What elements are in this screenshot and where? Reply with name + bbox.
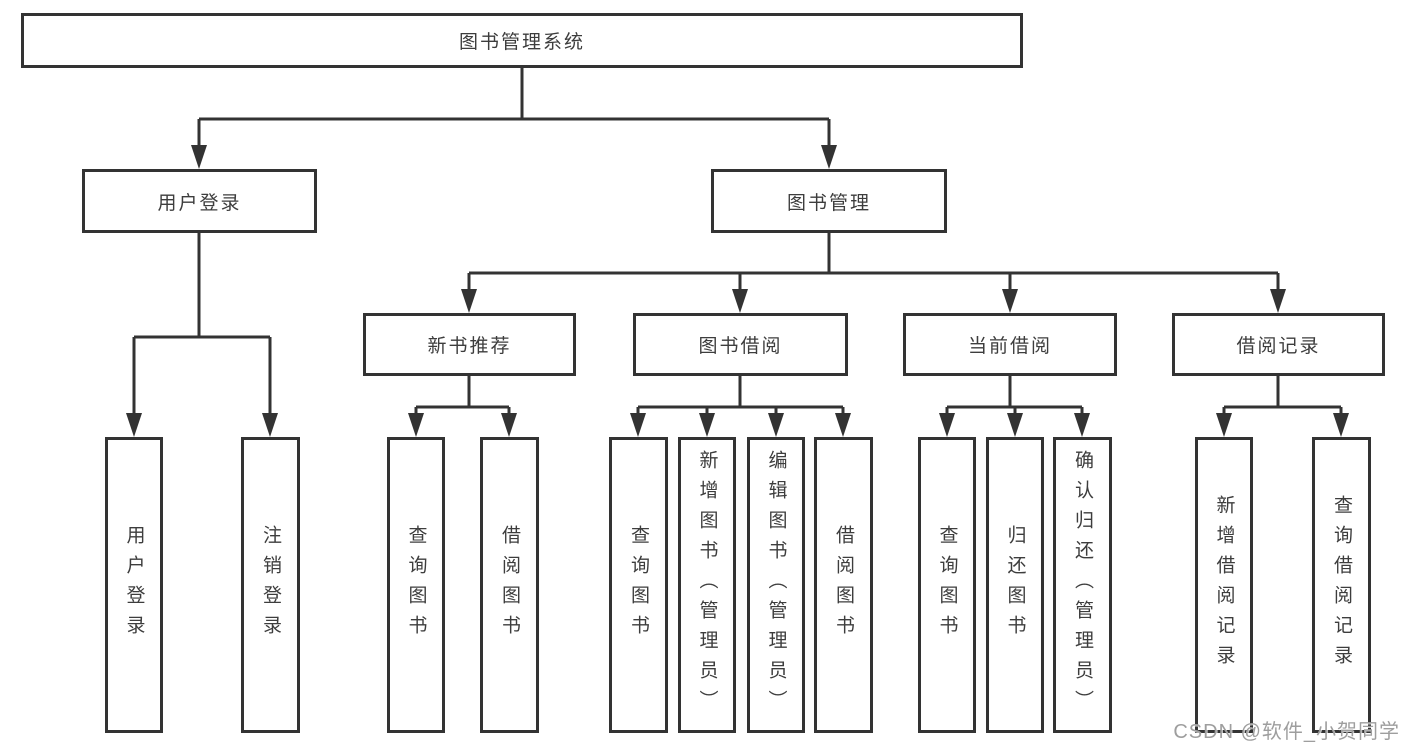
arrow-down-icon: [408, 413, 424, 437]
arrow-down-icon: [1270, 289, 1286, 313]
node-new-book-recommend: 新书推荐: [363, 313, 576, 376]
leaf-label: 确认归还（管理员）: [1072, 450, 1093, 720]
node-user-login: 用户登录: [82, 169, 317, 233]
node-label: 用户登录: [157, 192, 242, 214]
node-library-system: 图书管理系统: [21, 13, 1023, 68]
leaf-label: 查询图书: [628, 525, 649, 645]
arrow-down-icon: [1007, 413, 1023, 437]
leaf-recommend-borrow-books: 借阅图书: [480, 437, 539, 733]
arrow-down-icon: [821, 145, 837, 169]
arrow-down-icon: [191, 145, 207, 169]
leaf-borrow-add-books-admin: 新增图书（管理员）: [678, 437, 736, 733]
arrow-down-icon: [732, 289, 748, 313]
node-book-management: 图书管理: [711, 169, 947, 233]
connector-edges: [132, 68, 1343, 414]
node-borrowing-records: 借阅记录: [1172, 313, 1385, 376]
leaf-label: 归还图书: [1004, 525, 1026, 645]
arrow-down-icon: [1333, 413, 1349, 437]
leaf-label: 注销登录: [260, 525, 281, 645]
leaf-label: 用户登录: [123, 525, 145, 645]
arrow-down-icon: [461, 289, 477, 313]
leaf-records-query-record: 查询借阅记录: [1312, 437, 1371, 733]
leaf-recommend-query-books: 查询图书: [387, 437, 445, 733]
arrow-down-icon: [768, 413, 784, 437]
node-label: 图书借阅: [698, 336, 783, 357]
leaf-label: 编辑图书（管理员）: [765, 450, 787, 720]
leaf-label: 查询图书: [405, 525, 427, 645]
leaf-borrow-edit-books-admin: 编辑图书（管理员）: [747, 437, 805, 733]
arrow-down-icon: [1216, 413, 1232, 437]
leaf-user-login: 用户登录: [105, 437, 163, 733]
node-label: 借阅记录: [1236, 336, 1321, 357]
leaf-records-add-record: 新增借阅记录: [1195, 437, 1253, 733]
connector-arrows: [126, 145, 1349, 437]
leaf-current-query-books: 查询图书: [918, 437, 976, 733]
leaf-current-confirm-return-admin: 确认归还（管理员）: [1053, 437, 1112, 733]
leaf-label: 新增图书（管理员）: [696, 450, 718, 720]
arrow-down-icon: [630, 413, 646, 437]
node-book-borrowing: 图书借阅: [633, 313, 848, 376]
leaf-logout: 注销登录: [241, 437, 300, 733]
leaf-borrow-query-books: 查询图书: [609, 437, 668, 733]
leaf-current-return-books: 归还图书: [986, 437, 1044, 733]
leaf-label: 查询图书: [936, 525, 958, 645]
leaf-label: 借阅图书: [833, 525, 854, 645]
arrow-down-icon: [1002, 289, 1018, 313]
leaf-label: 借阅图书: [499, 525, 520, 645]
arrow-down-icon: [1074, 413, 1090, 437]
node-label: 图书管理系统: [458, 32, 585, 53]
node-current-borrowing: 当前借阅: [903, 313, 1117, 376]
watermark: CSDN @软件_小贺同学: [1173, 721, 1400, 743]
arrow-down-icon: [939, 413, 955, 437]
node-label: 新书推荐: [427, 336, 512, 357]
arrow-down-icon: [835, 413, 851, 437]
node-label: 当前借阅: [967, 336, 1052, 357]
arrow-down-icon: [501, 413, 517, 437]
arrow-down-icon: [126, 413, 142, 437]
arrow-down-icon: [699, 413, 715, 437]
arrow-down-icon: [262, 413, 278, 437]
leaf-label: 查询借阅记录: [1331, 495, 1352, 675]
node-label: 图书管理: [786, 192, 871, 214]
leaf-label: 新增借阅记录: [1213, 495, 1235, 675]
leaf-borrow-borrow-books: 借阅图书: [814, 437, 873, 733]
